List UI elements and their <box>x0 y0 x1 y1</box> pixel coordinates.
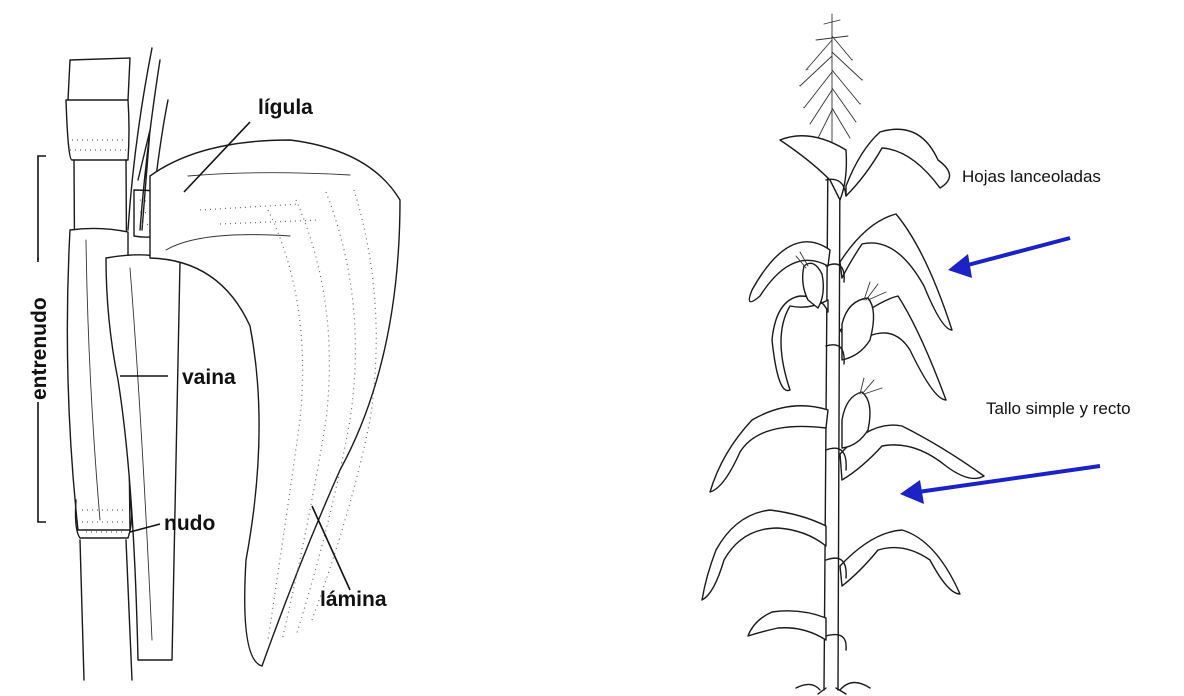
lamina-leader <box>312 506 350 590</box>
leaves <box>702 129 984 640</box>
label-entrenudo: entrenudo <box>28 297 51 400</box>
ears <box>796 252 886 448</box>
leaf-anatomy-diagram: lígula vaina nudo lámina entrenudo <box>0 0 600 696</box>
upper-node <box>66 100 129 160</box>
label-nudo: nudo <box>164 512 215 535</box>
hojas-arrow-head <box>948 254 972 278</box>
hojas-arrow <box>964 238 1070 266</box>
lower-stem <box>80 540 132 680</box>
tallo-arrow <box>918 466 1100 492</box>
label-hojas-lanceoladas: Hojas lanceoladas <box>962 167 1101 186</box>
roots <box>796 682 870 694</box>
tallo-arrow-head <box>900 480 924 504</box>
upper-stem <box>68 58 130 100</box>
arrows <box>900 238 1100 504</box>
label-vaina: vaina <box>182 366 236 389</box>
stalk <box>824 150 840 690</box>
tassel <box>800 14 862 150</box>
label-ligula: lígula <box>258 96 313 119</box>
label-lamina: lámina <box>320 588 387 611</box>
label-tallo-simple: Tallo simple y recto <box>986 399 1131 418</box>
